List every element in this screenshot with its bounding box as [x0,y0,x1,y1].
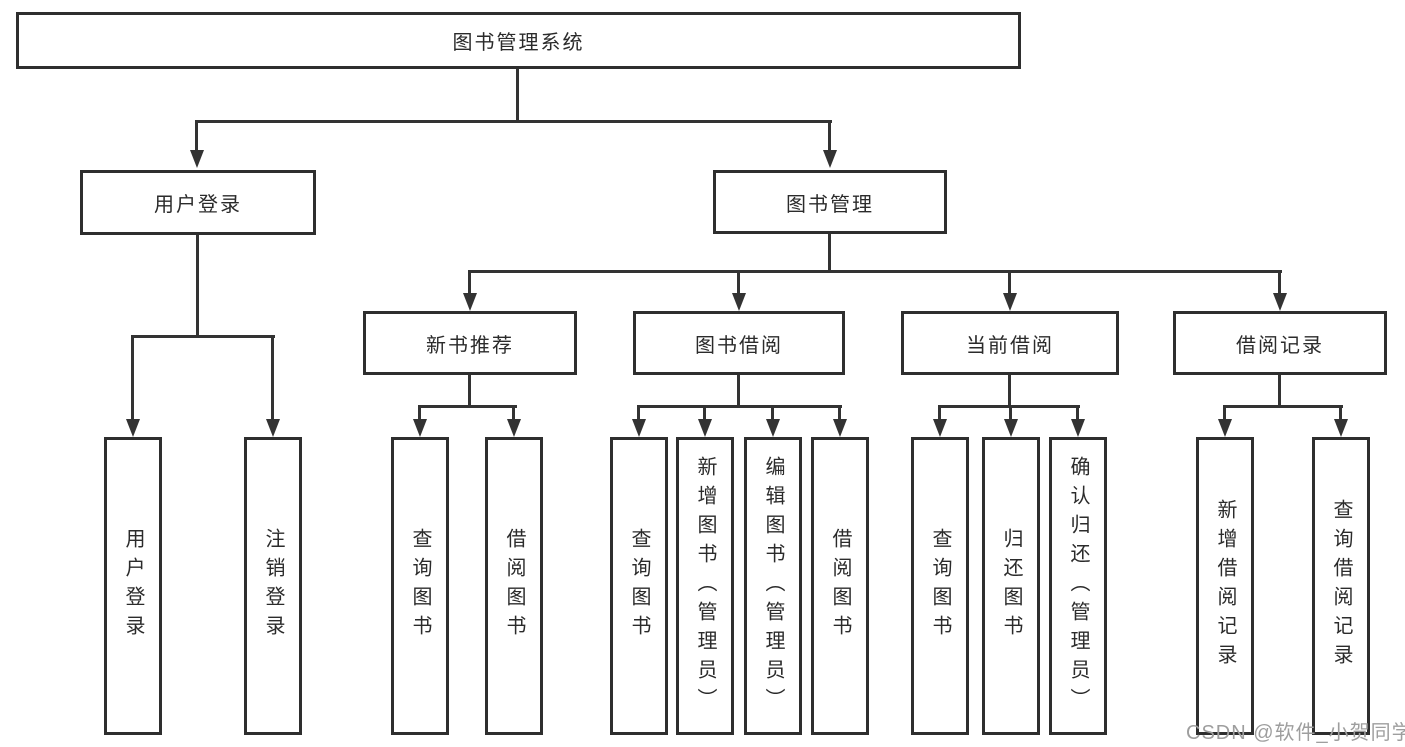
arrow-down-icon [1273,293,1287,311]
leaf-query-books-current-label: 查询图书 [929,528,951,644]
connector-recommend-bar [418,405,517,408]
node-current-borrow-label: 当前借阅 [966,334,1054,357]
node-user-login-module: 用户登录 [80,170,316,235]
leaf-borrow-books-recommend-label: 借阅图书 [503,528,525,644]
node-new-book-recommend-label: 新书推荐 [426,334,514,357]
connector-current-stem [1008,375,1011,406]
connector-stem-l3 [737,270,740,293]
connector-stem-leaf [271,335,274,419]
arrow-down-icon [766,419,780,437]
connector-stem-leaf [418,405,421,419]
leaf-query-books-recommend: 查询图书 [391,437,449,735]
leaf-logout-label: 注销登录 [262,528,284,644]
leaf-borrow-books-label: 借阅图书 [829,528,851,644]
arrow-down-icon [1003,293,1017,311]
node-root-system: 图书管理系统 [16,12,1021,69]
connector-stem-leaf [637,405,640,419]
connector-stem-leaf [1339,405,1342,419]
connector-management-stem [828,234,831,271]
connector-stem-leaf [131,335,134,419]
leaf-logout: 注销登录 [244,437,302,735]
arrow-down-icon [698,419,712,437]
connector-login-bar [131,335,275,338]
connector-borrow-bar [637,405,842,408]
arrow-down-icon [833,419,847,437]
connector-stem-leaf [512,405,515,419]
arrow-down-icon [732,293,746,311]
node-book-borrow: 图书借阅 [633,311,845,375]
leaf-user-login-label: 用户登录 [122,528,144,644]
node-borrow-records: 借阅记录 [1173,311,1387,375]
connector-records-stem [1278,375,1281,406]
leaf-add-borrow-record: 新增借阅记录 [1196,437,1254,735]
node-root-label: 图书管理系统 [452,32,585,54]
leaf-query-books-recommend-label: 查询图书 [409,528,431,644]
leaf-query-borrow-record: 查询借阅记录 [1312,437,1370,735]
connector-stem-leaf [703,405,706,419]
connector-stem-user-login [195,120,198,150]
connector-stem-leaf [1009,405,1012,419]
leaf-return-books-label: 归还图书 [1000,528,1022,644]
connector-stem-leaf [938,405,941,419]
connector-stem-l3 [468,270,471,293]
node-new-book-recommend: 新书推荐 [363,311,577,375]
arrow-down-icon [823,150,837,168]
connector-records-bar [1223,405,1343,408]
leaf-confirm-return-admin: 确认归还（管理员） [1049,437,1107,735]
connector-stem-leaf [1076,405,1079,419]
arrow-down-icon [126,419,140,437]
arrow-down-icon [632,419,646,437]
node-user-login-label: 用户登录 [154,194,242,216]
leaf-add-books-admin-label: 新增图书（管理员） [694,455,716,717]
node-book-management-module: 图书管理 [713,170,947,234]
leaf-edit-books-admin: 编辑图书（管理员） [744,437,802,735]
leaf-query-books-borrow: 查询图书 [610,437,668,735]
leaf-user-login: 用户登录 [104,437,162,735]
connector-management-bar [468,270,1282,273]
arrow-down-icon [1004,419,1018,437]
connector-stem-leaf [838,405,841,419]
leaf-query-books-current: 查询图书 [911,437,969,735]
node-borrow-records-label: 借阅记录 [1236,334,1324,357]
connector-login-stem [196,235,199,335]
arrow-down-icon [933,419,947,437]
arrow-down-icon [463,293,477,311]
arrow-down-icon [1071,419,1085,437]
arrow-down-icon [266,419,280,437]
connector-root-stem [516,69,519,120]
leaf-borrow-books: 借阅图书 [811,437,869,735]
leaf-edit-books-admin-label: 编辑图书（管理员） [762,455,784,717]
connector-recommend-stem [468,375,471,406]
leaf-query-borrow-record-label: 查询借阅记录 [1330,499,1352,673]
arrow-down-icon [1334,419,1348,437]
leaf-add-books-admin: 新增图书（管理员） [676,437,734,735]
arrow-down-icon [1218,419,1232,437]
arrow-down-icon [190,150,204,168]
connector-stem-l3 [1278,270,1281,293]
node-current-borrow: 当前借阅 [901,311,1119,375]
connector-stem-leaf [1223,405,1226,419]
watermark: CSDN @软件_小贺同学 [1186,722,1405,744]
node-book-management-label: 图书管理 [786,193,874,216]
node-book-borrow-label: 图书借阅 [695,334,783,357]
connector-stem-l3 [1008,270,1011,293]
arrow-down-icon [507,419,521,437]
leaf-query-books-borrow-label: 查询图书 [628,528,650,644]
connector-root-bar [195,120,832,123]
leaf-confirm-return-admin-label: 确认归还（管理员） [1067,455,1089,717]
connector-stem-leaf [771,405,774,419]
leaf-return-books: 归还图书 [982,437,1040,735]
arrow-down-icon [413,419,427,437]
connector-borrow-stem [737,375,740,406]
connector-stem-book-management [828,120,831,150]
leaf-add-borrow-record-label: 新增借阅记录 [1214,499,1236,673]
leaf-borrow-books-recommend: 借阅图书 [485,437,543,735]
